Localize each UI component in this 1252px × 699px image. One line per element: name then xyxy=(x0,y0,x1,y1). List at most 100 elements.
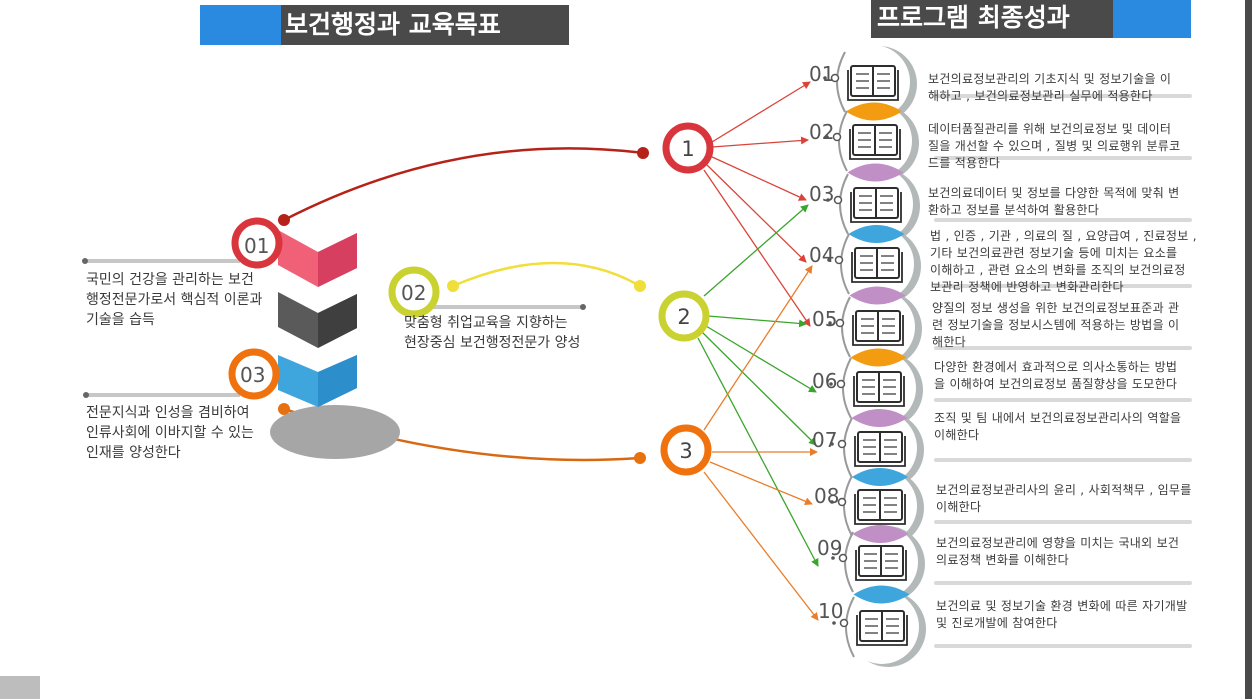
goal2-link-end-dot xyxy=(634,280,646,292)
hub2-label: 2 xyxy=(677,305,690,329)
outcome-line: 이해한다 xyxy=(934,428,980,442)
hub1-label: 1 xyxy=(681,137,694,161)
book-cover xyxy=(851,252,903,283)
outcome-line: 보건의료정보관리사의 윤리 , 사회적책무 , 임무를 xyxy=(936,483,1192,497)
hub3-ring xyxy=(660,424,712,476)
hub1-ring xyxy=(662,122,714,174)
connector-node xyxy=(835,318,845,328)
divider-lens xyxy=(847,163,904,182)
outcome-line: 해한다 xyxy=(932,335,967,349)
goal3-number: 03 xyxy=(240,363,266,387)
outcome-text: 보건의료정보관리의 기초지식 및 정보기술을 이 해하고 , 보건의료정보관리 … xyxy=(928,71,1171,105)
outcome-line: 조직 및 팀 내에서 보건의료정보관리사의 역할을 xyxy=(934,411,1182,425)
goal2-line: 현장중심 보건행정전문가 양성 xyxy=(404,335,581,351)
outcome-line: 보건의료정보관리의 기초지식 및 정보기술을 이 xyxy=(928,72,1172,86)
connector-dot xyxy=(829,382,833,386)
goal1-text: 국민의 건강을 관리하는 보건 행정전문가로서 핵심적 이론과 기술을 습득 xyxy=(86,270,262,330)
outcome-line: 질을 개선할 수 있으며 , 질병 및 의료행위 분류코 xyxy=(928,139,1181,153)
outcome-line: 이해하고 , 관련 요소의 변화를 조직의 보건의료정 xyxy=(930,263,1186,277)
book-cover xyxy=(853,376,905,407)
connector-node xyxy=(833,195,843,205)
goal1-line: 행정전문가로서 핵심적 이론과 xyxy=(86,292,263,308)
goal2-number: 02 xyxy=(401,281,427,305)
connector-arc xyxy=(836,51,846,113)
goal3-line: 전문지식과 인성을 겸비하여 xyxy=(86,405,250,421)
outcome-text: 보건의료정보관리사의 윤리 , 사회적책무 , 임무를 이해한다 xyxy=(936,482,1192,516)
connector-dot xyxy=(827,258,831,262)
outcome-line: 을 이해하여 보건의료정보 품질향상을 도모한다 xyxy=(934,377,1178,391)
outcome-text: 법 , 인증 , 기관 , 의료의 질 , 요양급여 , 진료정보 , 기타 보… xyxy=(930,228,1197,296)
outcome-number: 08 xyxy=(814,484,840,508)
outcome-line: 보건의료정보관리에 영향을 미치는 국내외 보건 xyxy=(936,536,1180,550)
connector-arc xyxy=(843,475,853,537)
hub2-ring xyxy=(658,290,710,342)
goal3-link-start-dot xyxy=(278,403,290,415)
outcome-line: 이해한다 xyxy=(936,500,982,514)
connector-arc xyxy=(839,173,849,235)
connector-node xyxy=(839,618,849,628)
connector-dot xyxy=(830,500,834,504)
education-goals-title: 보건행정과 교육목표 xyxy=(281,5,569,45)
book-cover xyxy=(852,315,904,346)
goal1-link-curve xyxy=(283,147,644,222)
outcome-line: 의료정책 변화를 이해한다 xyxy=(936,553,1069,567)
book-cover xyxy=(855,550,907,581)
outcome-line: 데이터품질관리를 위해 보건의료정보 및 데이터 xyxy=(928,122,1172,136)
corner-block xyxy=(0,676,40,699)
goal1-line: 기술을 습득 xyxy=(86,312,155,328)
connector-dot xyxy=(832,621,836,625)
outcome-line: 해하고 , 보건의료정보관리 실무에 적용한다 xyxy=(928,89,1153,103)
book-cover xyxy=(854,436,906,467)
outcome-line: 환하고 정보를 분석하여 활용한다 xyxy=(928,203,1100,217)
book-cover xyxy=(856,615,908,646)
goal2-ring xyxy=(388,266,440,318)
goal3-line: 인류사회에 이바지할 수 있는 xyxy=(86,425,254,441)
connector-arc xyxy=(840,233,850,295)
goal1-link-end-dot xyxy=(637,147,649,159)
outcome-number: 07 xyxy=(812,428,838,452)
outcome-number: 04 xyxy=(809,243,835,267)
goal3-ring xyxy=(228,348,280,400)
goal3-link-end-dot xyxy=(634,452,646,464)
outcome-number: 02 xyxy=(809,120,835,144)
hub3-label: 3 xyxy=(679,439,692,463)
divider-lens xyxy=(852,525,909,543)
goal1-link-start-dot xyxy=(278,214,290,226)
outcome-text: 조직 및 팀 내에서 보건의료정보관리사의 역할을 이해한다 xyxy=(934,410,1181,444)
outcome-line: 기타 보건의료관련 정보기술 등에 미치는 요소를 xyxy=(930,246,1178,260)
outcome-line: 보건의료 및 정보기술 환경 변화에 따른 자기개발 xyxy=(936,599,1188,613)
connector-arc xyxy=(843,417,853,479)
connector-node xyxy=(837,439,847,449)
outcome-number: 09 xyxy=(817,536,843,560)
connector-dot xyxy=(830,442,834,446)
book-cover xyxy=(854,494,906,525)
connector-arc xyxy=(841,296,851,358)
outcome-line: 보관리 정책에 반영하고 변화관리한다 xyxy=(930,280,1124,294)
outcome-line: 법 , 인증 , 기관 , 의료의 질 , 요양급여 , 진료정보 , xyxy=(930,229,1197,243)
goal1-line: 국민의 건강을 관리하는 보건 xyxy=(86,272,254,288)
goal2-line: 맞춤형 취업교육을 지향하는 xyxy=(404,315,568,331)
outcome-line: 양질의 정보 생성을 위한 보건의료정보표준과 관 xyxy=(932,301,1180,315)
connector-dot xyxy=(823,76,827,80)
connector-dot xyxy=(825,135,829,139)
connector-arc xyxy=(844,531,854,593)
outcome-line: 련 정보기술을 정보시스템에 적용하는 방법을 이 xyxy=(932,318,1180,332)
outcome-line: 다양한 환경에서 효과적으로 의사소통하는 방법 xyxy=(934,360,1178,374)
divider-lens xyxy=(848,225,905,243)
divider-lens xyxy=(852,468,908,486)
divider-lens xyxy=(850,348,907,367)
goal1-number: 01 xyxy=(244,234,270,258)
connector-node xyxy=(837,497,847,507)
connector-dot xyxy=(831,556,835,560)
outcome-number: 05 xyxy=(812,307,838,331)
goal1-ring xyxy=(231,217,283,269)
right-edge-bar xyxy=(1245,0,1252,699)
goal2-link-start-dot xyxy=(447,280,459,292)
outcome-text: 보건의료정보관리에 영향을 미치는 국내외 보건 의료정책 변화를 이해한다 xyxy=(936,535,1179,569)
outcome-line: 및 진로개발에 참여한다 xyxy=(936,616,1058,630)
outcome-number: 10 xyxy=(818,599,844,623)
divider-lens xyxy=(846,102,902,121)
book-cover xyxy=(847,70,899,101)
outcome-text: 데이터품질관리를 위해 보건의료정보 및 데이터 질을 개선할 수 있으며 , … xyxy=(928,121,1181,172)
